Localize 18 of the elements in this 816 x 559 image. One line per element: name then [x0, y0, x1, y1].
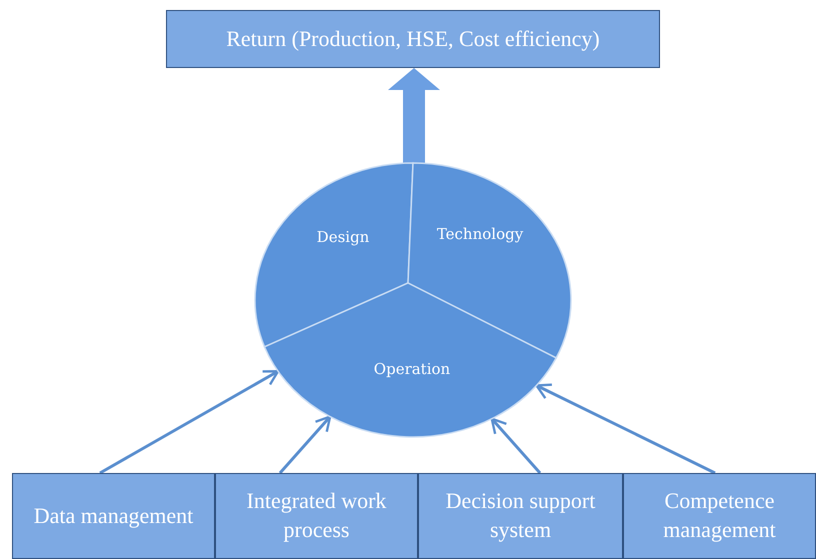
pillar-box — [12, 473, 215, 559]
pillar-box — [623, 473, 816, 559]
segment-label: Technology — [436, 225, 524, 243]
segment-label: Operation — [374, 360, 450, 378]
pillar-box — [215, 473, 418, 559]
pillar-box — [418, 473, 623, 559]
arrow — [535, 383, 716, 474]
block-arrow — [388, 68, 440, 163]
box-label: Return (Production, HSE, Cost efficiency) — [226, 24, 600, 53]
arrow — [490, 418, 542, 474]
arrow — [99, 370, 280, 474]
box-label: Decision support system — [444, 487, 596, 544]
box-label: Integrated work process — [246, 487, 388, 544]
box-label: Competence management — [662, 487, 777, 544]
result-box — [166, 10, 660, 68]
box-label: Data management — [34, 502, 194, 530]
segment-label: Design — [316, 228, 370, 246]
arrow — [278, 415, 332, 474]
